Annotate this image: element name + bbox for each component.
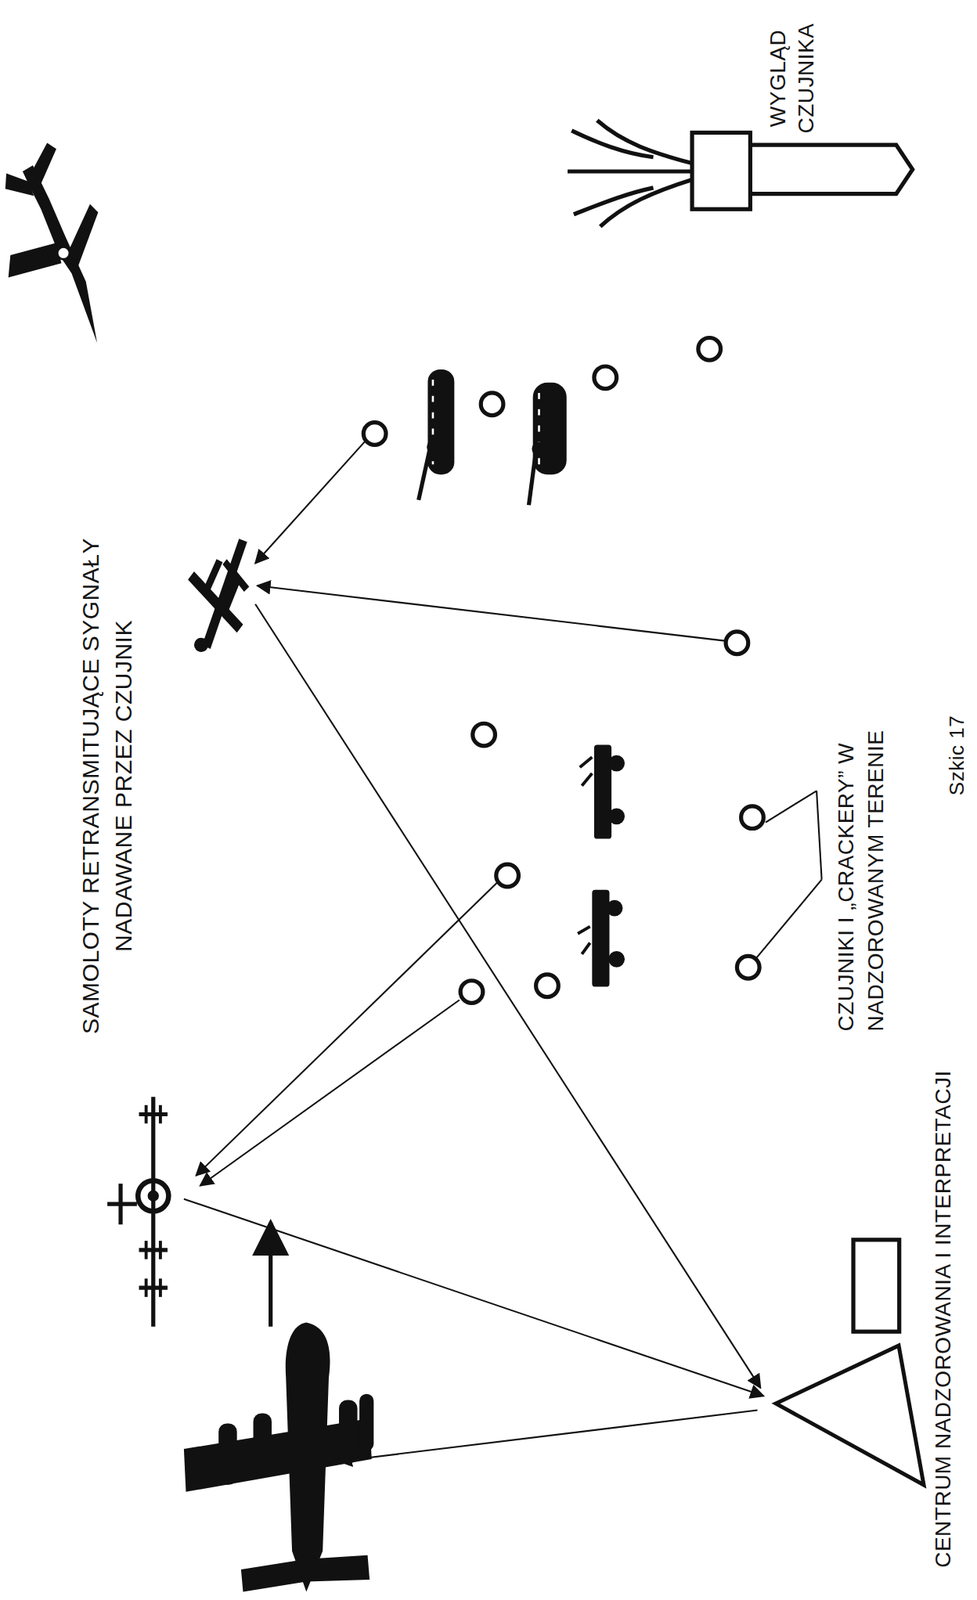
- centre-triangle: CENTRUM NADZOROWANIA I INTERPRETACJI: [771, 1049, 967, 1594]
- tank: [418, 369, 567, 505]
- sensor-field-label: CZUJNIKI I „CRACKERY” W NADZOROWANYM TER…: [831, 683, 891, 1032]
- jet-silhouette: [5, 143, 99, 344]
- sensor-circle: [363, 337, 764, 1003]
- relay-plane: [187, 538, 249, 653]
- direction-arrow: [268, 1222, 273, 1327]
- centre-label: CENTRUM NADZOROWANIA I INTERPRETACJI: [930, 1060, 957, 1578]
- sensor-figure: [567, 120, 913, 228]
- figure-caption: Szkic 17: [944, 692, 969, 819]
- centre-rect: [853, 1240, 900, 1332]
- relay-label: SAMOLOTY RETRANSMITUJĄCE SYGNAŁY NADAWAN…: [74, 504, 141, 1068]
- strike-plane: [183, 1322, 374, 1592]
- sensor-figure-label: WYGLĄD CZUJNIKA: [764, 11, 821, 145]
- signal-arrow: [183, 440, 764, 1462]
- radar-plane: [107, 1096, 169, 1327]
- leader-line: [755, 790, 822, 959]
- truck: [577, 745, 625, 988]
